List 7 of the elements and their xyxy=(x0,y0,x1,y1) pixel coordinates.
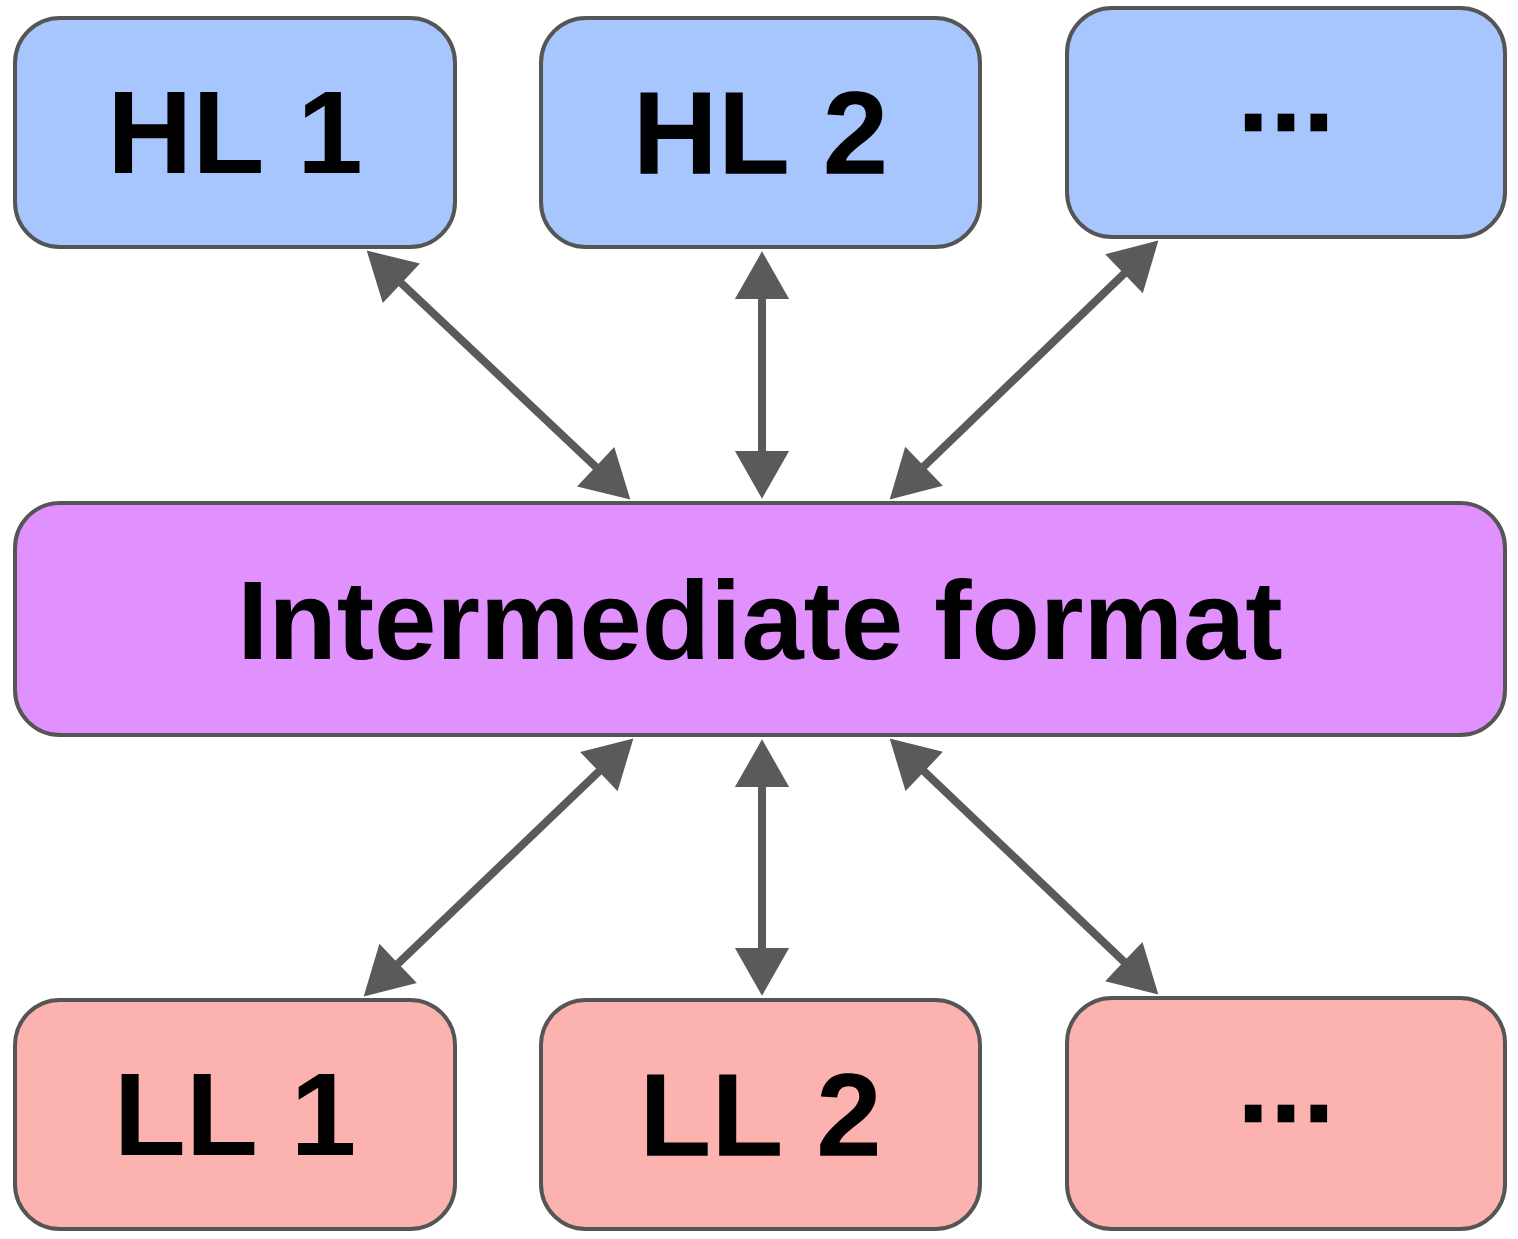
low-level-box: ... xyxy=(1065,996,1507,1231)
intermediate-box: Intermediate format xyxy=(13,501,1507,737)
high-level-box: ... xyxy=(1065,6,1507,239)
high-level-box: HL 1 xyxy=(13,16,457,249)
low-level-box: LL 1 xyxy=(13,998,457,1231)
low-level-box: LL 2 xyxy=(539,998,982,1231)
high-level-box: HL 2 xyxy=(539,16,982,249)
